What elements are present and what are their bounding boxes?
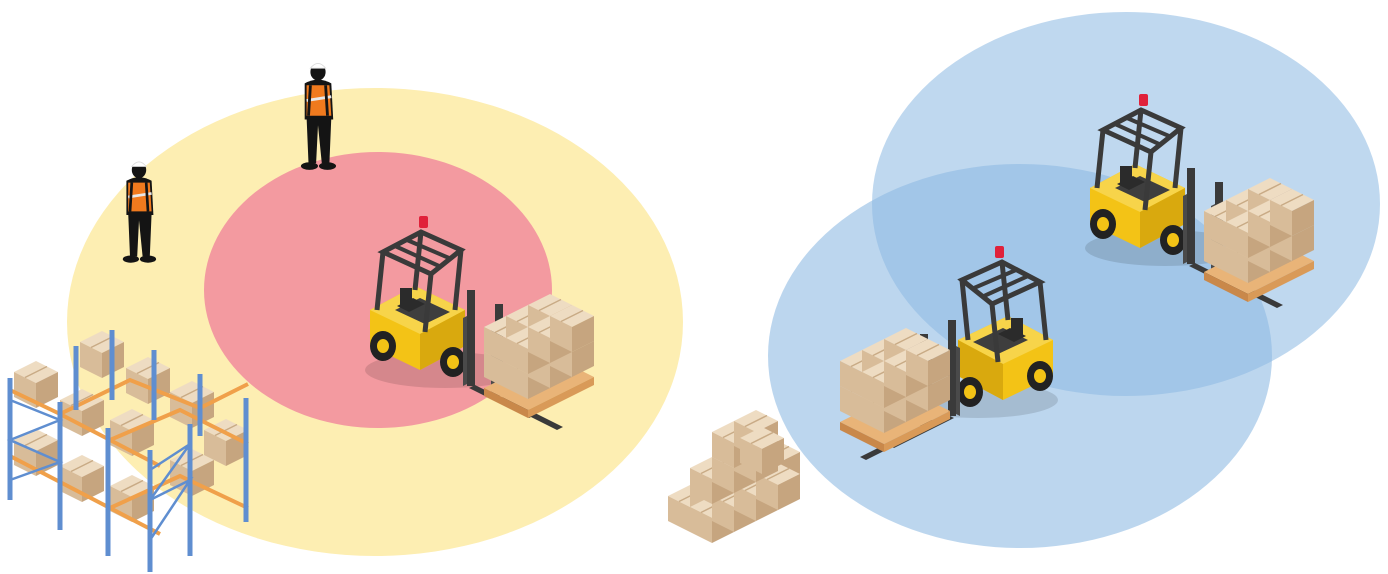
box-stack [668, 410, 800, 543]
